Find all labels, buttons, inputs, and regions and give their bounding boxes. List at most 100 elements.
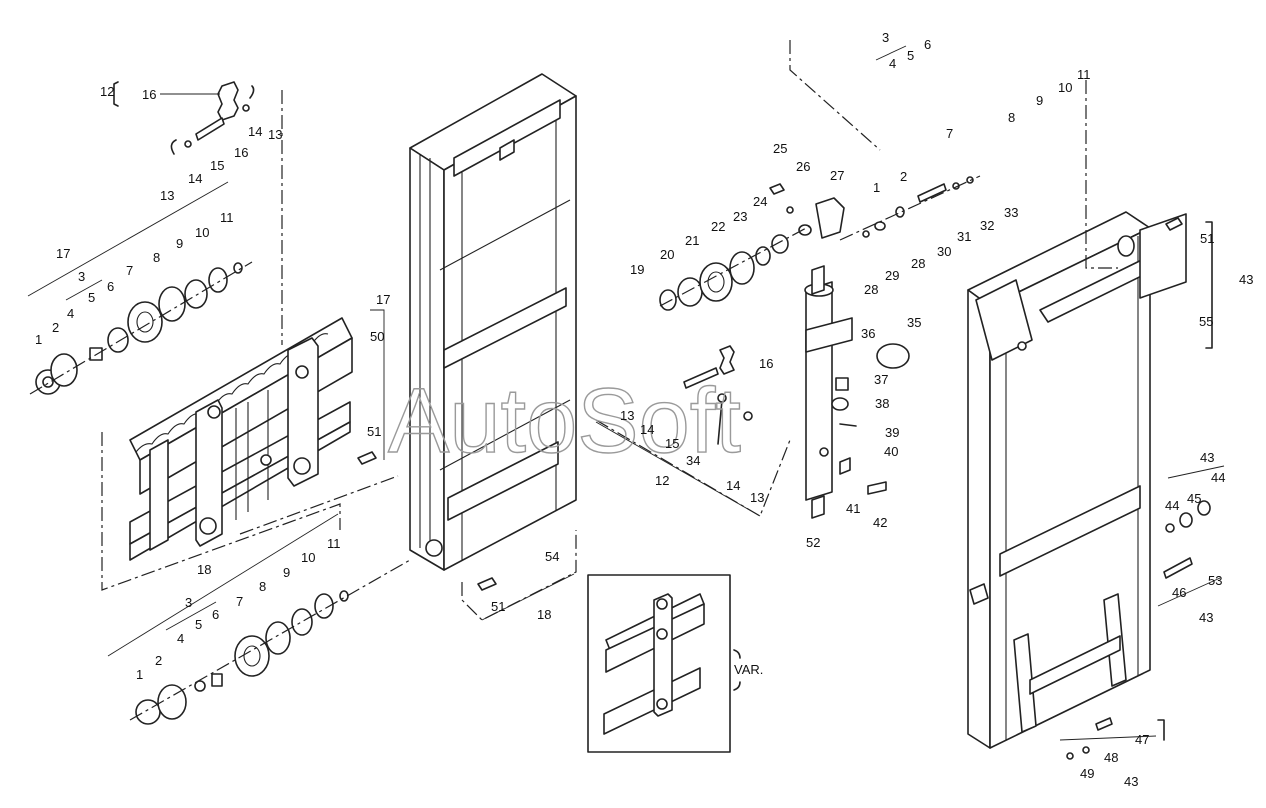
callout-c18b: 18 [537,607,551,622]
callout-c31: 31 [957,229,971,244]
callout-c13d: 13 [750,490,764,505]
callout-c37: 37 [874,372,888,387]
lift-cylinder [595,40,981,519]
callout-c3a: 3 [78,269,85,284]
fork-carriage [29,81,411,725]
callout-c21: 21 [685,233,699,248]
callout-c39: 39 [885,425,899,440]
callout-c2a: 2 [52,320,59,335]
callout-c24: 24 [753,194,767,209]
callout-c15a: 15 [210,158,224,173]
callout-c13c: 13 [620,408,634,423]
callout-c13a: 13 [268,127,282,142]
callout-c14c: 14 [640,422,654,437]
callout-c3c: 3 [882,30,889,45]
callout-c51a: 51 [367,424,381,439]
callout-c22: 22 [711,219,725,234]
callout-c5a: 5 [88,290,95,305]
callout-c51c: 51 [1200,231,1214,246]
callout-c33: 33 [1004,205,1018,220]
callout-c1b: 1 [136,667,143,682]
callout-c51b: 51 [491,599,505,614]
callout-c35: 35 [907,315,921,330]
callout-c30: 30 [937,244,951,259]
callout-c11a: 11 [220,210,234,225]
callout-c14b: 14 [188,171,202,186]
callout-c10b: 10 [301,550,315,565]
callout-c4b: 4 [177,631,184,646]
callout-c6a: 6 [107,279,114,294]
callout-c12b: 12 [655,473,669,488]
callout-c18a: 18 [197,562,211,577]
callout-c4c: 4 [889,56,896,71]
callout-c7b: 7 [236,594,243,609]
callout-c28a: 28 [911,256,925,271]
callout-c55: 55 [1199,314,1213,329]
callout-c53: 53 [1208,573,1222,588]
callout-c15c: 15 [665,436,679,451]
callout-c10c: 10 [1058,80,1072,95]
callout-c10a: 10 [195,225,209,240]
callout-c7a: 7 [126,263,133,278]
callout-c4a: 4 [67,306,74,321]
callout-c32: 32 [980,218,994,233]
callout-c1a: 1 [35,332,42,347]
callout-c54: 54 [545,549,559,564]
callout-c25: 25 [773,141,787,156]
callout-c23: 23 [733,209,747,224]
callout-c12a: 12 [100,84,114,99]
callout-c27: 27 [830,168,844,183]
callout-c44b: 44 [1211,470,1225,485]
callout-c44a: 44 [1165,498,1179,513]
callout-c36: 36 [861,326,875,341]
callout-c6c: 6 [924,37,931,52]
callout-c5c: 5 [907,48,914,63]
callout-c46: 46 [1172,585,1186,600]
callout-c17b: 17 [376,292,390,307]
callout-c43d: 43 [1124,774,1138,789]
callout-c6b: 6 [212,607,219,622]
callout-c49: 49 [1080,766,1094,781]
callout-c29: 29 [885,268,899,283]
variant-inset [587,574,741,753]
callout-c43b: 43 [1200,450,1214,465]
callout-c16b: 16 [234,145,248,160]
callout-c2c: 2 [900,169,907,184]
callout-c13b: 13 [160,188,174,203]
callout-c8a: 8 [153,250,160,265]
callout-c52: 52 [806,535,820,550]
callout-c19: 19 [630,262,644,277]
callout-c11c: 11 [1077,67,1091,82]
callout-c11b: 11 [327,536,341,551]
callout-c3b: 3 [185,595,192,610]
callout-c1c: 1 [873,180,880,195]
callout-c7c: 7 [946,126,953,141]
callout-c14a: 14 [248,124,262,139]
leaders [27,45,1225,741]
outer-mast [967,80,1213,760]
callout-c16c: 16 [759,356,773,371]
callout-c48: 48 [1104,750,1118,765]
inner-mast [409,73,577,621]
watermark: AutoSoft [388,370,741,472]
callout-c9a: 9 [176,236,183,251]
callout-c50: 50 [370,329,384,344]
callout-c40: 40 [884,444,898,459]
callout-c26: 26 [796,159,810,174]
callout-c34: 34 [686,453,700,468]
callout-c8b: 8 [259,579,266,594]
callout-c9b: 9 [283,565,290,580]
callout-c42: 42 [873,515,887,530]
variant-label: VAR. [734,662,763,677]
callout-c43c: 43 [1199,610,1213,625]
callout-c14d: 14 [726,478,740,493]
callout-c38: 38 [875,396,889,411]
callout-c16a: 16 [142,87,156,102]
callout-c9c: 9 [1036,93,1043,108]
callout-c47: 47 [1135,732,1149,747]
callout-c8c: 8 [1008,110,1015,125]
callout-c43a: 43 [1239,272,1253,287]
